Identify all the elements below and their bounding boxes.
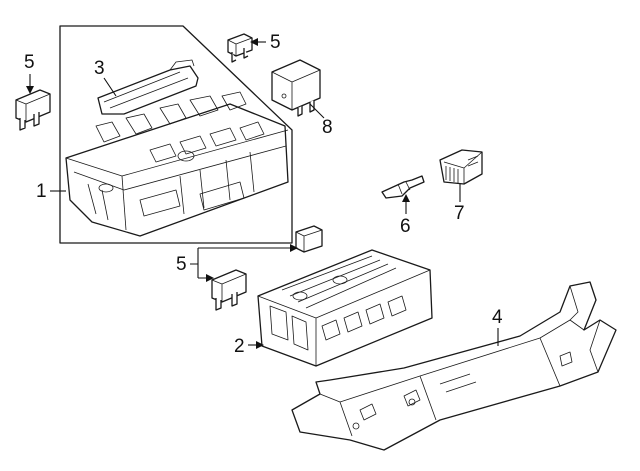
fuse-box-secondary[interactable] — [257, 249, 433, 367]
leader-8 — [309, 103, 325, 119]
callout-3: 3 — [94, 58, 105, 79]
arrow-6 — [402, 194, 410, 202]
callout-4: 4 — [492, 307, 503, 328]
arrow-5-mid-lower — [206, 274, 214, 282]
connector[interactable] — [439, 149, 483, 185]
callout-5-top: 5 — [270, 32, 281, 53]
arrow-5-top — [250, 38, 258, 46]
bracket-clip[interactable] — [381, 175, 425, 199]
callout-1: 1 — [36, 181, 47, 202]
fuse-top[interactable] — [227, 33, 253, 63]
leader-5-mid — [190, 247, 296, 279]
callout-5-mid: 5 — [176, 254, 187, 275]
callout-8: 8 — [322, 117, 333, 138]
fuse-mid-lower[interactable] — [211, 269, 247, 311]
relay[interactable] — [271, 59, 321, 117]
inset-frame — [59, 25, 293, 244]
callout-5-left: 5 — [24, 52, 35, 73]
callout-6: 6 — [400, 216, 411, 237]
leader-3 — [103, 77, 117, 97]
fuse-mid-upper[interactable] — [295, 225, 323, 253]
arrow-5-mid-upper — [290, 244, 298, 252]
fuse-box-main[interactable] — [65, 91, 289, 237]
arrow-2 — [256, 341, 264, 349]
arrow-5-left — [26, 86, 34, 94]
mounting-tray[interactable] — [291, 281, 617, 451]
callout-2: 2 — [234, 336, 245, 357]
callout-7: 7 — [454, 203, 465, 224]
fuse-cover[interactable] — [97, 59, 199, 115]
fuse-left[interactable] — [15, 89, 51, 131]
